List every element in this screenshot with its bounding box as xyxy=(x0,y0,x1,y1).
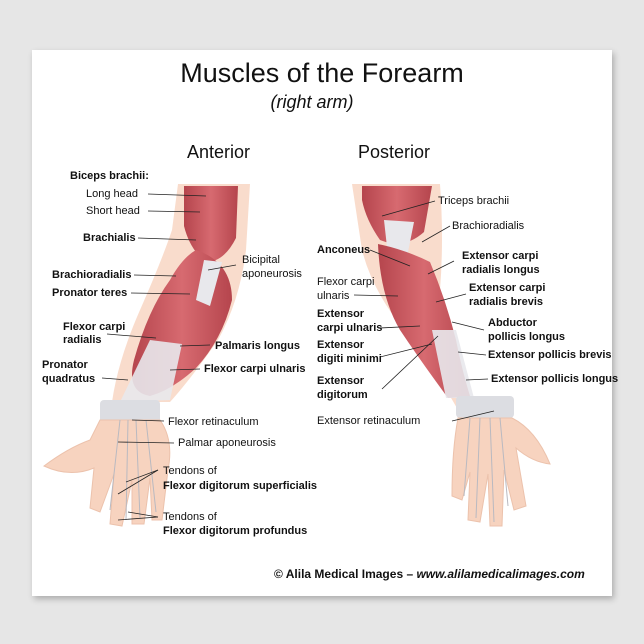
label-edm-line1: Extensor xyxy=(317,339,365,351)
extensor-retinaculum-band xyxy=(456,396,514,418)
poster-title: Muscles of the Forearm xyxy=(180,58,464,88)
label-fcu-posterior-line2: ulnaris xyxy=(317,290,350,302)
label-flexor-digitorum-superficialis: Flexor digitorum superficialis xyxy=(163,480,318,492)
label-short-head: Short head xyxy=(86,205,140,217)
footer-separator: – xyxy=(403,567,417,581)
label-flexor-carpi-ulnaris-anterior: Flexor carpi ulnaris xyxy=(204,363,306,375)
label-fcu-posterior-line1: Flexor carpi xyxy=(317,276,375,288)
label-brachialis: Brachialis xyxy=(83,232,136,244)
label-long-head: Long head xyxy=(86,188,138,200)
posterior-leader-lines xyxy=(353,200,495,422)
label-ecrb-line2: radialis brevis xyxy=(469,296,543,308)
label-bicipital-line2: aponeurosis xyxy=(242,268,302,280)
label-brachioradialis-anterior: Brachioradialis xyxy=(52,269,132,281)
label-brachioradialis-posterior: Brachioradialis xyxy=(452,220,525,232)
label-ed-line1: Extensor xyxy=(317,375,365,387)
label-ecu-line2: carpi ulnaris xyxy=(317,322,383,334)
footer-credit: © Alila Medical Images – www.alilamedica… xyxy=(274,567,585,581)
footer-copyright: © Alila Medical Images xyxy=(274,567,404,581)
label-tendons-fdp-line1: Tendons of xyxy=(163,511,217,523)
label-ecu-line1: Extensor xyxy=(317,308,365,320)
biceps-muscle xyxy=(184,186,238,262)
label-palmar-aponeurosis: Palmar aponeurosis xyxy=(178,437,276,449)
anterior-view-label: Anterior xyxy=(187,142,251,162)
label-ecrl-line2: radialis longus xyxy=(462,264,540,276)
label-triceps-brachii: Triceps brachii xyxy=(438,195,510,207)
label-flexor-digitorum-profundus: Flexor digitorum profundus xyxy=(163,525,308,537)
label-flexor-carpi-radialis-line2: radialis xyxy=(63,334,102,346)
label-extensor-pollicis-brevis: Extensor pollicis brevis xyxy=(488,349,612,361)
posterior-arm xyxy=(352,184,551,527)
label-palmaris-longus: Palmaris longus xyxy=(215,340,300,352)
anterior-leader-lines xyxy=(101,193,237,521)
label-extensor-pollicis-longus: Extensor pollicis longus xyxy=(491,373,619,385)
label-ecrb-line1: Extensor carpi xyxy=(469,282,546,294)
label-flexor-carpi-radialis-line1: Flexor carpi xyxy=(63,321,126,333)
label-ed-line2: digitorum xyxy=(317,389,368,401)
anterior-hand xyxy=(43,419,171,527)
label-apl-line1: Abductor xyxy=(488,317,537,329)
footer-url[interactable]: www.alilamedicalimages.com xyxy=(416,567,585,581)
label-pronator-quadratus-line2: quadratus xyxy=(42,373,96,385)
label-ecrl-line1: Extensor carpi xyxy=(462,250,539,262)
posterior-tendons xyxy=(432,330,474,398)
label-apl-line2: pollicis longus xyxy=(488,331,566,343)
label-edm-line2: digiti minimi xyxy=(317,353,382,365)
label-flexor-retinaculum: Flexor retinaculum xyxy=(168,416,259,428)
anterior-arm xyxy=(43,184,250,527)
poster-subtitle: (right arm) xyxy=(270,92,354,112)
anterior-tendons xyxy=(120,340,182,402)
label-extensor-retinaculum: Extensor retinaculum xyxy=(317,415,421,427)
label-anconeus: Anconeus xyxy=(317,244,371,256)
label-bicipital-line1: Bicipital xyxy=(242,254,280,266)
posterior-view-label: Posterior xyxy=(358,142,431,162)
triceps-muscle xyxy=(362,186,432,244)
label-tendons-fds-line1: Tendons of xyxy=(163,465,217,477)
label-pronator-teres: Pronator teres xyxy=(52,287,128,299)
flexor-retinaculum-band xyxy=(100,400,160,424)
label-biceps-brachii: Biceps brachii: xyxy=(70,170,149,182)
label-pronator-quadratus-line1: Pronator xyxy=(42,359,88,371)
